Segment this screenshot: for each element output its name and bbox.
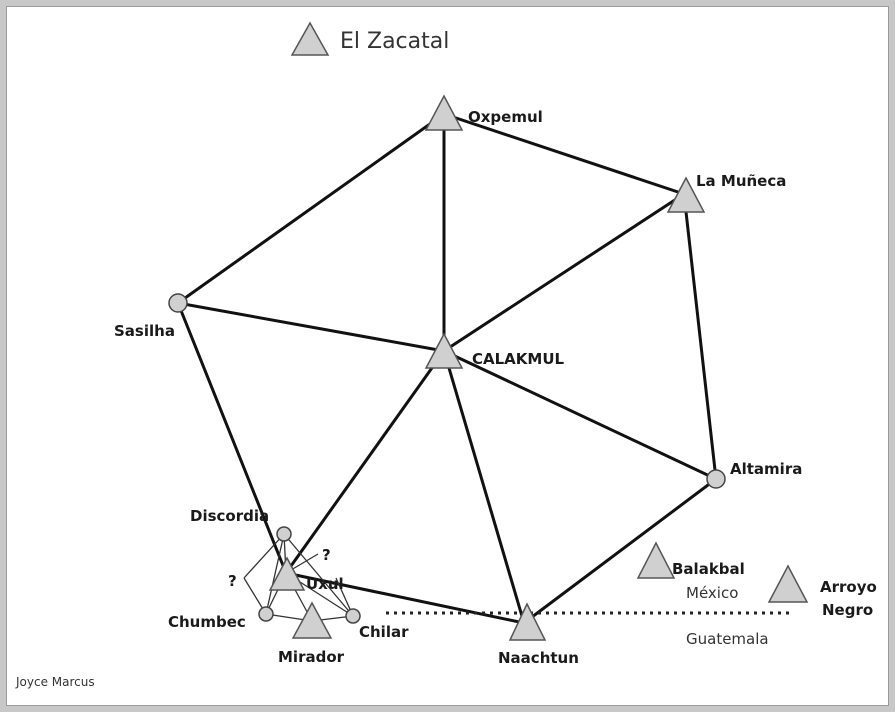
edge-calakmul-altamira <box>443 349 717 481</box>
calakmul-label: CALAKMUL <box>472 350 565 368</box>
edge-calakmul-naachtun <box>442 350 526 624</box>
la-muneca-triangle-icon <box>666 176 706 213</box>
chilar-label: Chilar <box>359 623 409 641</box>
altamira-circle-icon <box>706 469 726 489</box>
edge-oxpemul-sasilha <box>177 112 445 305</box>
arroyo-negro-label-line2: Negro <box>822 601 873 619</box>
uxul-label: Uxul <box>306 575 344 593</box>
sasilha-label: Sasilha <box>114 322 175 340</box>
site-labels: El Zacatal Oxpemul La Muñeca Sasilha CAL… <box>15 29 877 689</box>
oxpemul-triangle-icon <box>424 94 464 131</box>
edge-altamira-naachtun <box>523 477 717 625</box>
naachtun-triangle-icon <box>508 602 547 641</box>
credit-label: Joyce Marcus <box>15 675 95 689</box>
edge-lamuneca-altamira <box>682 193 718 480</box>
el-zacatal-triangle-icon <box>290 21 330 56</box>
edge-calakmul-lamuneca <box>443 192 685 353</box>
balakbal-label: Balakbal <box>672 560 745 578</box>
naachtun-label: Naachtun <box>498 649 579 667</box>
figure-inner-border <box>6 6 889 706</box>
balakbal-triangle-icon <box>636 541 676 579</box>
question-mark-left: ? <box>228 572 237 590</box>
edge-sasilha-uxul <box>176 302 288 574</box>
mirador-triangle-icon <box>291 601 333 639</box>
triangle-markers <box>268 21 809 641</box>
la-muneca-label: La Muñeca <box>696 172 786 190</box>
guatemala-label: Guatemala <box>686 630 769 648</box>
oxpemul-label: Oxpemul <box>468 108 543 126</box>
uxul-triangle-icon <box>268 556 306 591</box>
chumbec-circle-icon <box>258 606 274 622</box>
edge-calakmul-uxul <box>284 350 446 574</box>
sasilha-circle-icon <box>168 293 188 313</box>
el-zacatal-label: El Zacatal <box>340 29 449 54</box>
arroyo-negro-triangle-icon <box>767 564 809 603</box>
calakmul-triangle-icon <box>424 332 464 369</box>
edge-discordia-chilar <box>283 533 354 617</box>
circle-markers <box>168 293 726 624</box>
arroyo-negro-label-line1: Arroyo <box>820 578 877 596</box>
discordia-label: Discordia <box>190 507 269 525</box>
question-mark-right: ? <box>322 546 331 564</box>
edge-oxpemul-lamuneca <box>443 112 685 196</box>
edge-sasilha-calakmul <box>177 301 445 353</box>
mexico-label: México <box>686 584 738 602</box>
edge-discordia-chumbec <box>265 533 285 615</box>
edge-uxul-naachtun <box>285 571 525 625</box>
chilar-circle-icon <box>345 608 361 624</box>
network-diagram: El Zacatal Oxpemul La Muñeca Sasilha CAL… <box>15 21 877 689</box>
discordia-circle-icon <box>276 526 292 542</box>
mirador-label: Mirador <box>278 648 345 666</box>
edge-discordia-left <box>243 533 285 579</box>
chumbec-label: Chumbec <box>168 613 246 631</box>
network-edges <box>176 112 718 625</box>
altamira-label: Altamira <box>730 460 802 478</box>
